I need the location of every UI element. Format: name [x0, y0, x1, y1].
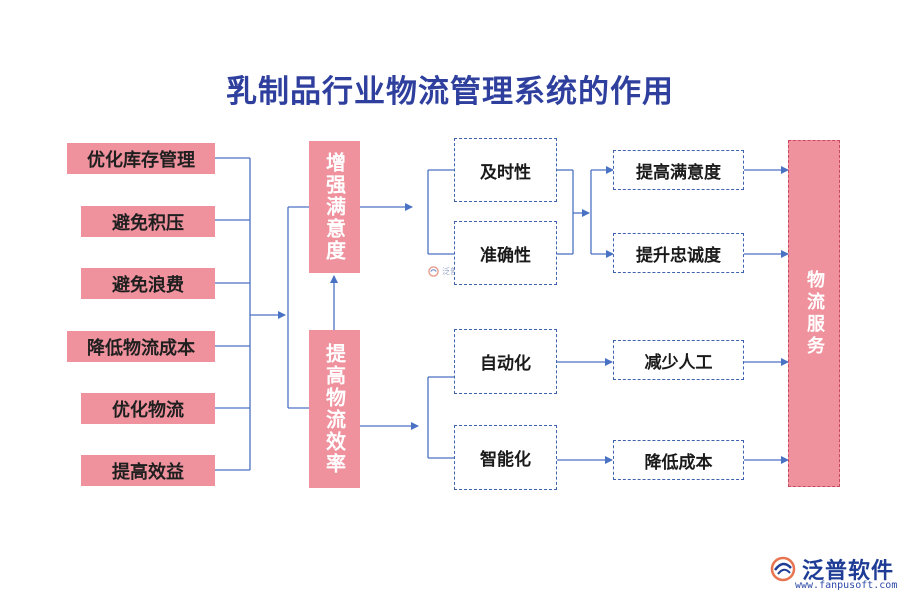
result-less-labor: 减少人工	[613, 340, 744, 380]
diagram-title: 乳制品行业物流管理系统的作用	[226, 74, 674, 110]
left-item-cost: 降低物流成本	[67, 331, 215, 362]
group-automation: 自动化	[454, 329, 557, 394]
group-timeliness: 及时性	[454, 138, 557, 202]
brand-logo: 泛普软件	[770, 553, 894, 585]
group-intelligence: 智能化	[454, 425, 557, 490]
left-item-benefit: 提高效益	[81, 455, 215, 486]
middle-satisfaction: 增强满意度	[309, 141, 360, 273]
left-item-inventory: 优化库存管理	[67, 143, 215, 174]
result-lower-cost: 降低成本	[613, 440, 744, 480]
left-item-waste: 避免浪费	[81, 268, 215, 299]
final-logistics-service: 物流服务	[788, 140, 840, 487]
result-loyalty: 提升忠诚度	[613, 233, 744, 273]
brand-logo-icon	[770, 556, 796, 582]
group-accuracy: 准确性	[454, 221, 557, 285]
result-satisfaction: 提高满意度	[613, 150, 744, 190]
left-item-overstock: 避免积压	[81, 206, 215, 237]
brand-url: www.fanpusoft.com	[795, 580, 898, 591]
left-item-logistics: 优化物流	[81, 393, 215, 424]
brand-logo-text: 泛普软件	[802, 559, 895, 584]
middle-efficiency: 提高物流效率	[309, 330, 360, 488]
brand-icon	[428, 266, 439, 277]
